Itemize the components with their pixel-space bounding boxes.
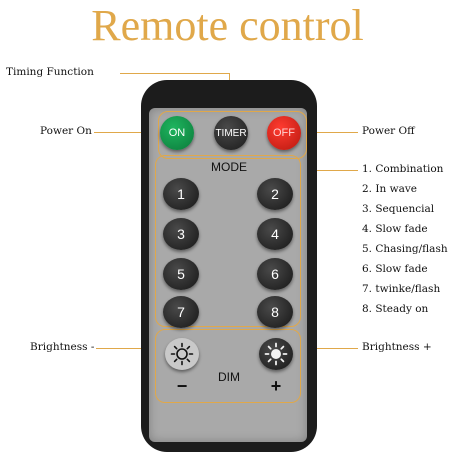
dim-buttons-highlight (155, 329, 301, 403)
annotation-power-off: Power Off (362, 125, 415, 137)
sun-filled-icon (264, 342, 288, 366)
minus-sign: − (176, 376, 188, 396)
annotation-power-on: Power On (40, 125, 92, 137)
plus-sign: + (270, 376, 282, 396)
brightness-plus-leader-line (282, 348, 358, 349)
mode-list-item: 1. Combination (362, 163, 444, 175)
mode-3-button[interactable]: 3 (163, 218, 199, 250)
brightness-minus-leader-line (96, 348, 164, 349)
remote-face: ON TIMER OFF MODE 1 2 3 4 5 6 7 8 DIM (149, 108, 307, 442)
mode-8-button[interactable]: 8 (257, 296, 293, 328)
mode-leader-line (298, 170, 358, 171)
mode-list-item: 5. Chasing/flash (362, 243, 448, 255)
power-on-button[interactable]: ON (160, 116, 194, 150)
mode-1-button[interactable]: 1 (163, 178, 199, 210)
annotation-brightness-plus: Brightness + (362, 341, 432, 353)
mode-5-button[interactable]: 5 (163, 258, 199, 290)
mode-list-item: 2. In wave (362, 183, 417, 195)
brightness-down-button[interactable] (165, 338, 199, 370)
mode-label: MODE (211, 160, 247, 174)
mode-buttons-highlight (155, 155, 301, 327)
mode-7-button[interactable]: 7 (163, 296, 199, 328)
mode-list-item: 4. Slow fade (362, 223, 428, 235)
timing-leader-line (120, 73, 230, 74)
power-off-leader-line (296, 132, 358, 133)
power-off-button[interactable]: OFF (267, 116, 301, 150)
mode-6-button[interactable]: 6 (257, 258, 293, 290)
annotation-brightness-minus: Brightness - (30, 341, 95, 353)
dim-label: DIM (218, 370, 240, 384)
sun-outline-icon (170, 342, 194, 366)
timer-button[interactable]: TIMER (214, 116, 248, 150)
remote-control-body: ON TIMER OFF MODE 1 2 3 4 5 6 7 8 DIM (141, 80, 317, 452)
page-title: Remote control (91, 1, 364, 50)
mode-2-button[interactable]: 2 (257, 178, 293, 210)
mode-list-item: 8. Steady on (362, 303, 429, 315)
brightness-up-button[interactable] (259, 338, 293, 370)
power-on-leader-line (94, 132, 166, 133)
mode-list-item: 3. Sequencial (362, 203, 435, 215)
annotation-timing-function: Timing Function (6, 66, 94, 78)
power-buttons-highlight (158, 111, 307, 159)
mode-4-button[interactable]: 4 (257, 218, 293, 250)
mode-list-item: 7. twinke/flash (362, 283, 441, 295)
mode-list-item: 6. Slow fade (362, 263, 428, 275)
